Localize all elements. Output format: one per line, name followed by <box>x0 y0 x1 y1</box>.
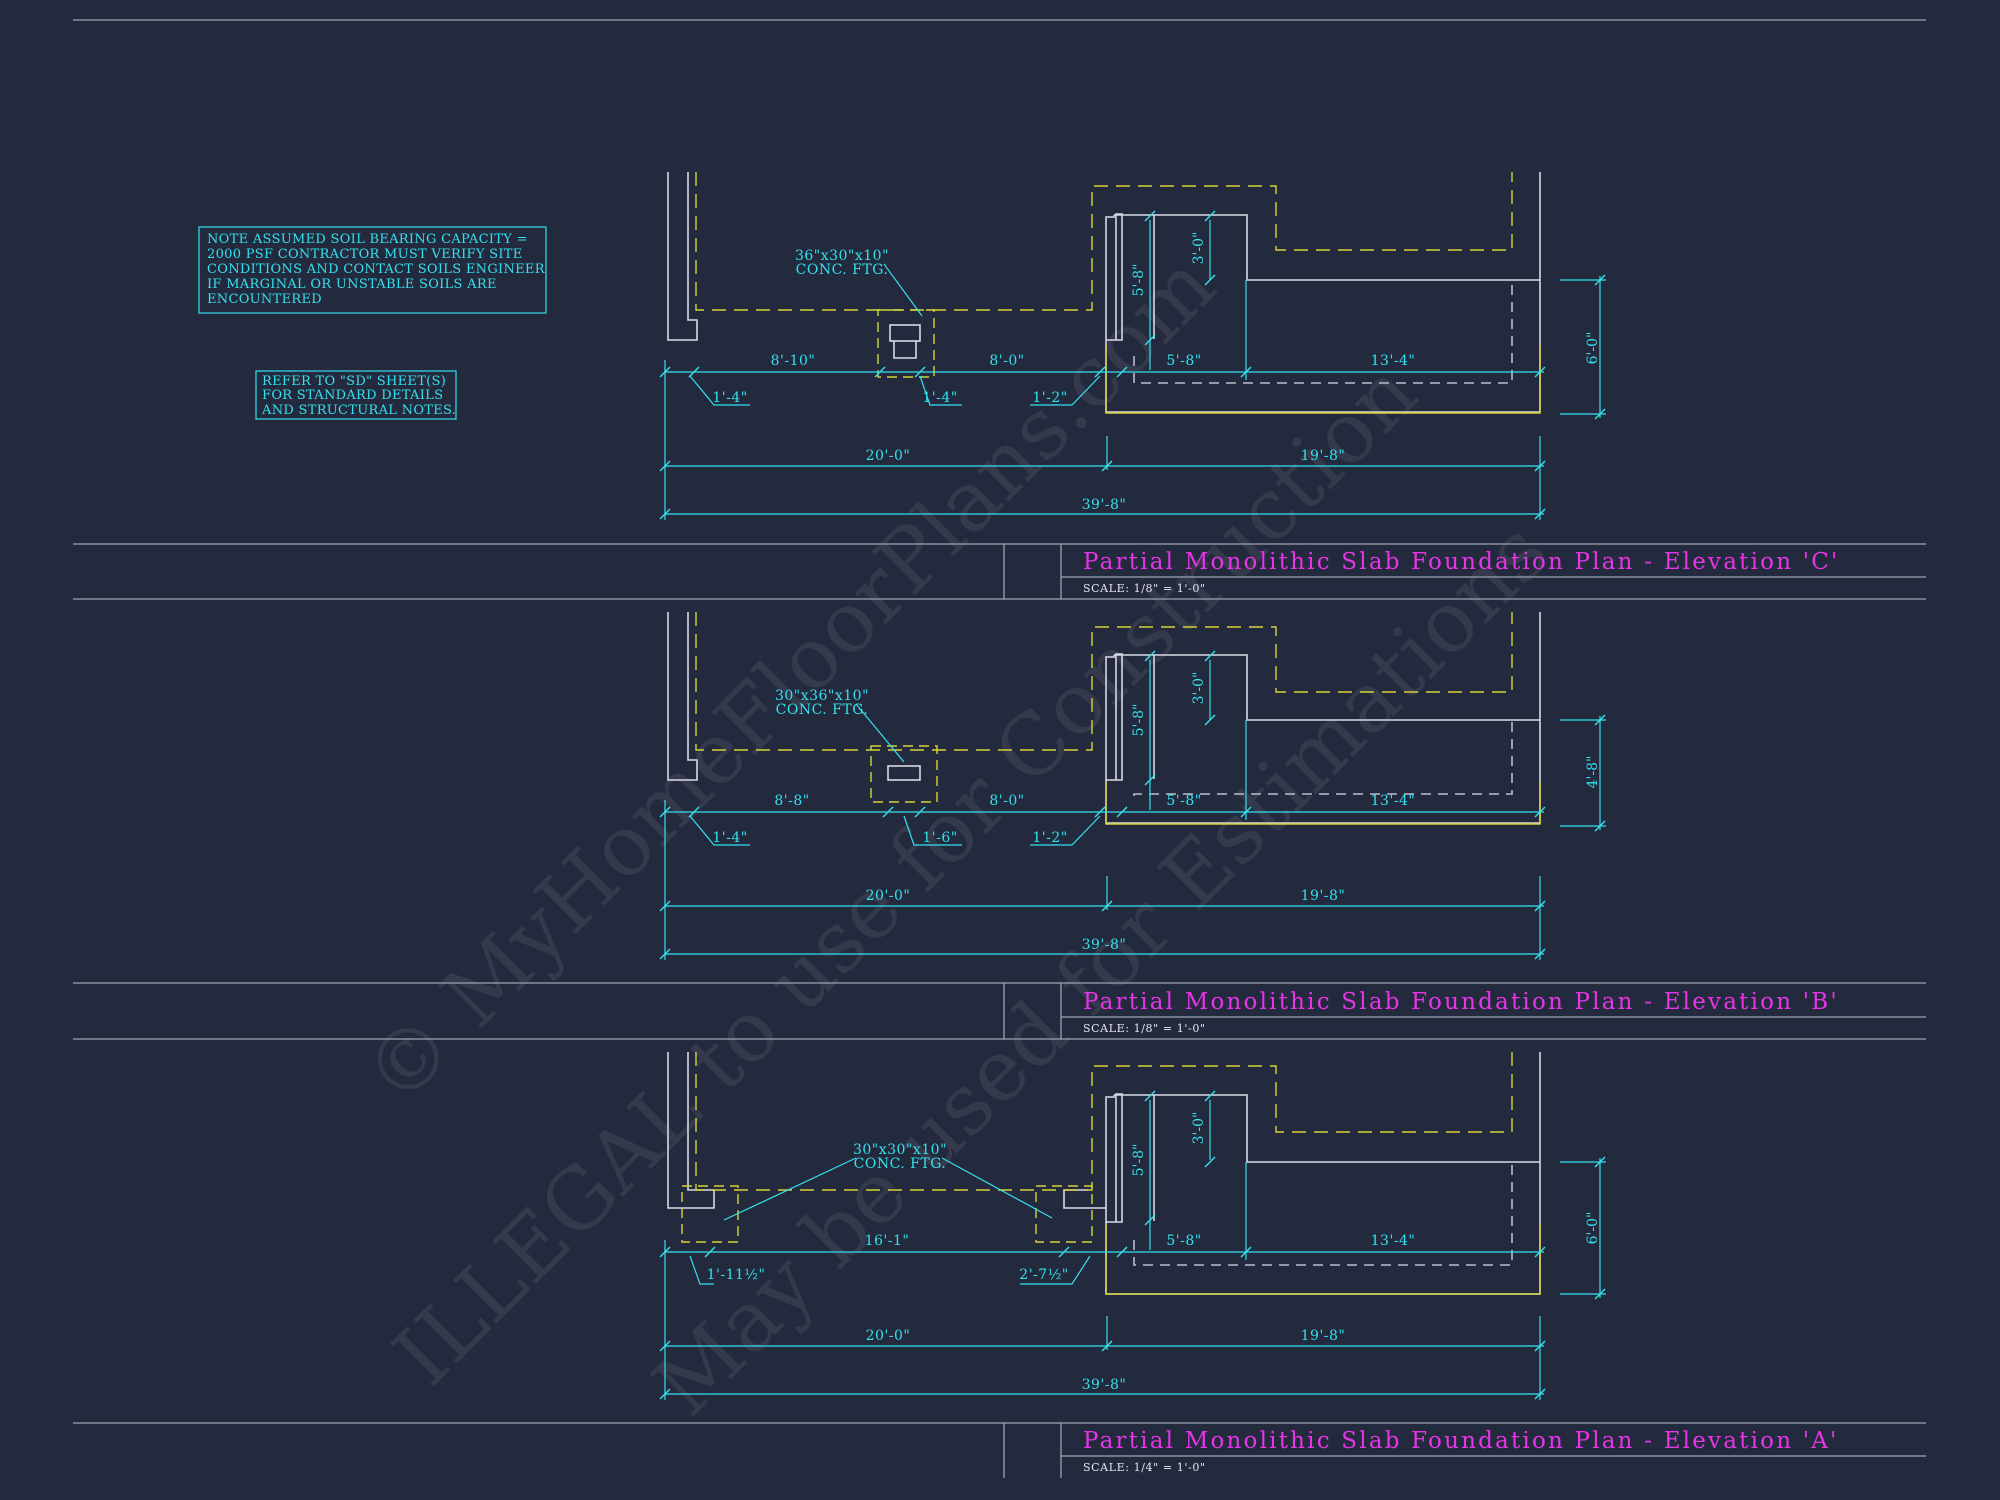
svg-text:3'-0": 3'-0" <box>1191 1112 1207 1145</box>
sheet-frame <box>73 19 1926 1424</box>
svg-text:6'-0": 6'-0" <box>1585 1212 1601 1245</box>
svg-text:8'-0": 8'-0" <box>989 793 1024 809</box>
svg-text:AND STRUCTURAL NOTES.: AND STRUCTURAL NOTES. <box>261 403 456 418</box>
svg-text:30"x36"x10": 30"x36"x10" <box>775 688 869 704</box>
svg-text:39'-8": 39'-8" <box>1082 1377 1127 1393</box>
svg-text:3'-0": 3'-0" <box>1191 232 1207 265</box>
svg-text:39'-8": 39'-8" <box>1082 497 1127 513</box>
svg-text:2'-7½": 2'-7½" <box>1019 1267 1068 1283</box>
wall-outline <box>667 172 1541 413</box>
svg-text:CONDITIONS AND CONTACT SOILS E: CONDITIONS AND CONTACT SOILS ENGINEER <box>207 262 546 277</box>
footing-callout: 30"x36"x10" CONC. FTG. <box>775 688 905 763</box>
svg-text:13'-4": 13'-4" <box>1371 793 1416 809</box>
footing-callout: 36"x30"x10" CONC. FTG. <box>795 248 923 317</box>
svg-text:2000 PSF CONTRACTOR MUST VERIF: 2000 PSF CONTRACTOR MUST VERIFY SITE <box>207 247 523 262</box>
svg-text:NOTE ASSUMED SOIL BEARING CAPA: NOTE ASSUMED SOIL BEARING CAPACITY = <box>207 232 528 247</box>
svg-text:5'-8": 5'-8" <box>1166 793 1201 809</box>
plan-a-title: Partial Monolithic Slab Foundation Plan … <box>1083 1428 1839 1454</box>
svg-text:20'-0": 20'-0" <box>866 888 911 904</box>
svg-text:36"x30"x10": 36"x30"x10" <box>795 248 889 264</box>
svg-text:FOR STANDARD DETAILS: FOR STANDARD DETAILS <box>262 388 443 403</box>
refer-sd-note: REFER TO "SD" SHEET(S) FOR STANDARD DETA… <box>255 370 457 420</box>
wall-outline <box>667 612 1541 824</box>
svg-text:5'-8": 5'-8" <box>1131 264 1147 297</box>
svg-text:ENCOUNTERED: ENCOUNTERED <box>207 292 322 307</box>
svg-text:5'-8": 5'-8" <box>1131 704 1147 737</box>
plan-a-scale: SCALE: 1/4" = 1'-0" <box>1083 1461 1206 1474</box>
svg-text:REFER TO "SD" SHEET(S): REFER TO "SD" SHEET(S) <box>262 374 446 389</box>
svg-text:19'-8": 19'-8" <box>1301 1328 1346 1344</box>
svg-text:13'-4": 13'-4" <box>1371 353 1416 369</box>
dimension-text: 16'-1" 5'-8" 13'-4" 1'-11½" 2'-7½" 20'-0… <box>707 1112 1601 1393</box>
svg-text:1'-2": 1'-2" <box>1032 830 1067 846</box>
svg-text:39'-8": 39'-8" <box>1082 937 1127 953</box>
svg-text:1'-4": 1'-4" <box>712 390 747 406</box>
svg-text:6'-0": 6'-0" <box>1585 332 1601 365</box>
title-block: Partial Monolithic Slab Foundation Plan … <box>1003 1423 1926 1478</box>
svg-text:CONC. FTG.: CONC. FTG. <box>796 262 889 278</box>
svg-text:8'-10": 8'-10" <box>771 353 816 369</box>
svg-text:19'-8": 19'-8" <box>1301 888 1346 904</box>
title-block: Partial Monolithic Slab Foundation Plan … <box>1003 983 1926 1039</box>
svg-text:1'-6": 1'-6" <box>922 830 957 846</box>
svg-text:4'-8": 4'-8" <box>1585 756 1601 789</box>
svg-text:5'-8": 5'-8" <box>1166 1233 1201 1249</box>
dimension-lines <box>664 220 1606 520</box>
plan-elevation-c: 36"x30"x10" CONC. FTG. <box>659 172 1926 599</box>
plan-b-title: Partial Monolithic Slab Foundation Plan … <box>1083 989 1839 1015</box>
soil-bearing-note: NOTE ASSUMED SOIL BEARING CAPACITY = 200… <box>198 226 547 314</box>
svg-text:19'-8": 19'-8" <box>1301 448 1346 464</box>
plan-c-title: Partial Monolithic Slab Foundation Plan … <box>1083 549 1840 575</box>
svg-text:1'-4": 1'-4" <box>712 830 747 846</box>
svg-text:5'-8": 5'-8" <box>1166 353 1201 369</box>
dimension-lines <box>664 1100 1606 1400</box>
svg-text:1'-4": 1'-4" <box>922 390 957 406</box>
plan-elevation-b: 30"x36"x10" CONC. FTG. <box>659 612 1926 1039</box>
svg-text:8'-8": 8'-8" <box>774 793 809 809</box>
svg-text:CONC. FTG.: CONC. FTG. <box>854 1156 947 1172</box>
plan-elevation-a: 30"x30"x10" CONC. FTG. <box>659 1052 1926 1478</box>
dimension-text: 8'-8" 8'-0" 5'-8" 13'-4" 1'-4" 1'-6" 1'-… <box>712 672 1601 953</box>
svg-text:13'-4": 13'-4" <box>1371 1233 1416 1249</box>
dimension-text: 8'-10" 8'-0" 5'-8" 13'-4" 1'-4" 1'-4" 1'… <box>712 232 1601 513</box>
svg-text:30"x30"x10": 30"x30"x10" <box>853 1142 947 1158</box>
footing-outline <box>695 172 1541 414</box>
title-block: Partial Monolithic Slab Foundation Plan … <box>1003 544 1926 599</box>
svg-text:IF MARGINAL OR UNSTABLE SOILS: IF MARGINAL OR UNSTABLE SOILS ARE <box>207 277 497 292</box>
svg-text:3'-0": 3'-0" <box>1191 672 1207 705</box>
svg-text:20'-0": 20'-0" <box>866 1328 911 1344</box>
svg-text:1'-11½": 1'-11½" <box>707 1267 766 1283</box>
plan-c-scale: SCALE: 1/8" = 1'-0" <box>1083 582 1206 595</box>
svg-text:20'-0": 20'-0" <box>866 448 911 464</box>
plan-b-scale: SCALE: 1/8" = 1'-0" <box>1083 1022 1206 1035</box>
svg-text:8'-0": 8'-0" <box>989 353 1024 369</box>
svg-text:16'-1": 16'-1" <box>865 1233 910 1249</box>
dimension-lines <box>664 660 1606 960</box>
svg-text:1'-2": 1'-2" <box>1032 390 1067 406</box>
svg-text:CONC. FTG.: CONC. FTG. <box>776 702 869 718</box>
svg-text:5'-8": 5'-8" <box>1131 1144 1147 1177</box>
footing-callout: 30"x30"x10" CONC. FTG. <box>723 1142 1053 1221</box>
footing-outline <box>695 612 1541 825</box>
